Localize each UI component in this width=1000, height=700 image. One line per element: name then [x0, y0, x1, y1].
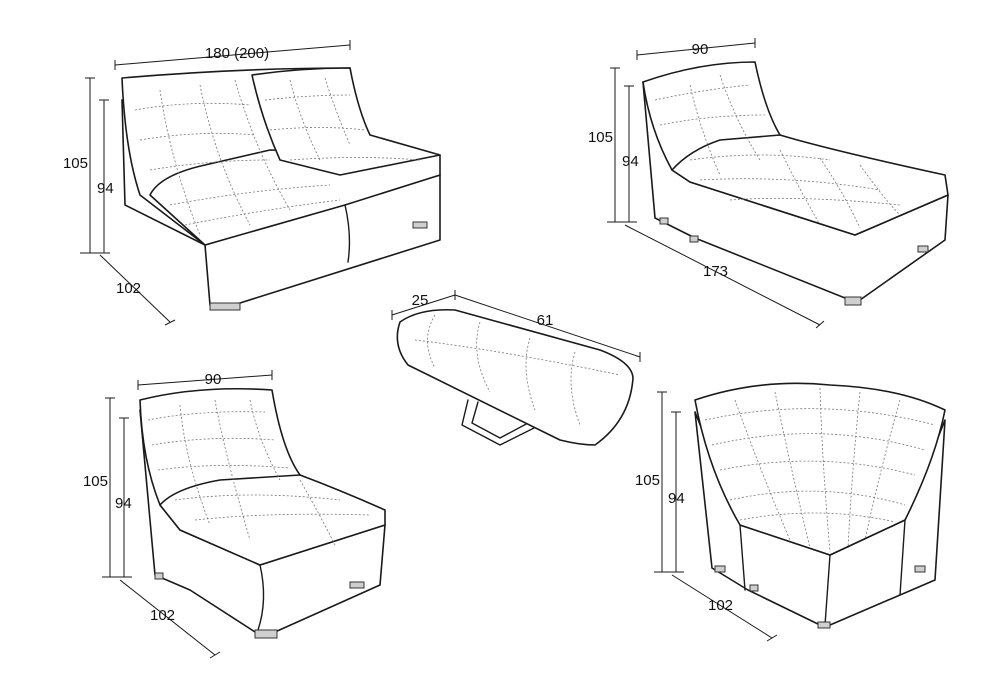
chair-height-seat-label: 94 [115, 495, 132, 512]
chaise-width-dim [636, 42, 756, 56]
two-seat-foot-2 [412, 221, 428, 229]
two-seat-width-label: 180 (200) [205, 45, 269, 62]
chair-width-dim [137, 374, 273, 386]
two-seat-seat [149, 149, 441, 246]
two-seat-back-right [251, 67, 441, 176]
chaise-foot-2 [917, 245, 929, 253]
ottoman-length-dim [454, 294, 641, 358]
chair-width-label: 90 [205, 371, 222, 388]
two-seat-depth-label: 102 [116, 280, 141, 297]
chair-quilting [147, 399, 371, 546]
two-seat-height-total-label: 105 [63, 155, 88, 172]
ottoman-cushion [396, 308, 634, 446]
chair-depth-dim [119, 579, 216, 656]
corner-back-and-seat [694, 382, 946, 556]
corner-foot-4 [749, 584, 759, 592]
chaise-length-dim [624, 224, 821, 326]
ottoman-module: 25 61 [391, 290, 641, 446]
two-seat-width-dim [114, 44, 351, 66]
corner-quilting [704, 387, 936, 553]
ottoman-stand-inner [471, 401, 531, 439]
chaise-foot-3 [689, 235, 699, 243]
chaise-foot-1 [844, 296, 862, 306]
chaise-module: 90 105 94 173 [588, 38, 949, 329]
chair-foot-3 [154, 572, 164, 580]
dim-tick [209, 651, 221, 659]
chair-seat [159, 474, 386, 566]
corner-height-total-label: 105 [635, 472, 660, 489]
ottoman-stand [461, 399, 541, 446]
corner-depth-dim [671, 574, 773, 639]
two-seat-height-seat-label: 94 [97, 180, 114, 197]
chaise-seat [671, 134, 949, 236]
corner-foot-3 [914, 565, 926, 573]
chair-seam [257, 564, 265, 631]
armless-chair-module: 90 105 94 102 [83, 370, 386, 659]
dim-tick [815, 320, 825, 329]
two-seat-module: 180 (200) 105 94 102 [63, 40, 441, 326]
ottoman-height-dim [391, 294, 456, 316]
chaise-width-label: 90 [692, 41, 709, 58]
corner-seams [739, 519, 906, 626]
chair-depth-label: 102 [150, 607, 175, 624]
chaise-height-seat-label: 94 [622, 153, 639, 170]
corner-foot-1 [817, 621, 831, 629]
chaise-quilting [654, 74, 901, 229]
chaise-foot-4 [659, 217, 669, 225]
corner-foot-2 [714, 565, 726, 573]
two-seat-seam [344, 204, 351, 263]
chair-foot-2 [349, 581, 365, 589]
corner-height-seat-label: 94 [668, 490, 685, 507]
chair-height-total-label: 105 [83, 473, 108, 490]
two-seat-quilting-2 [159, 77, 421, 236]
ottoman-height-label: 25 [412, 292, 429, 309]
two-seat-foot-1 [209, 302, 241, 311]
dim-tick [766, 634, 778, 642]
dim-tick [164, 319, 176, 326]
chaise-height-total-label: 105 [588, 129, 613, 146]
two-seat-quilting [134, 102, 341, 226]
corner-module: 105 94 102 [635, 382, 946, 642]
chaise-length-label: 173 [703, 263, 728, 280]
two-seat-depth-dim [99, 254, 171, 323]
ottoman-length-label: 61 [537, 312, 554, 329]
chair-foot-1 [254, 629, 278, 639]
corner-depth-label: 102 [708, 597, 733, 614]
